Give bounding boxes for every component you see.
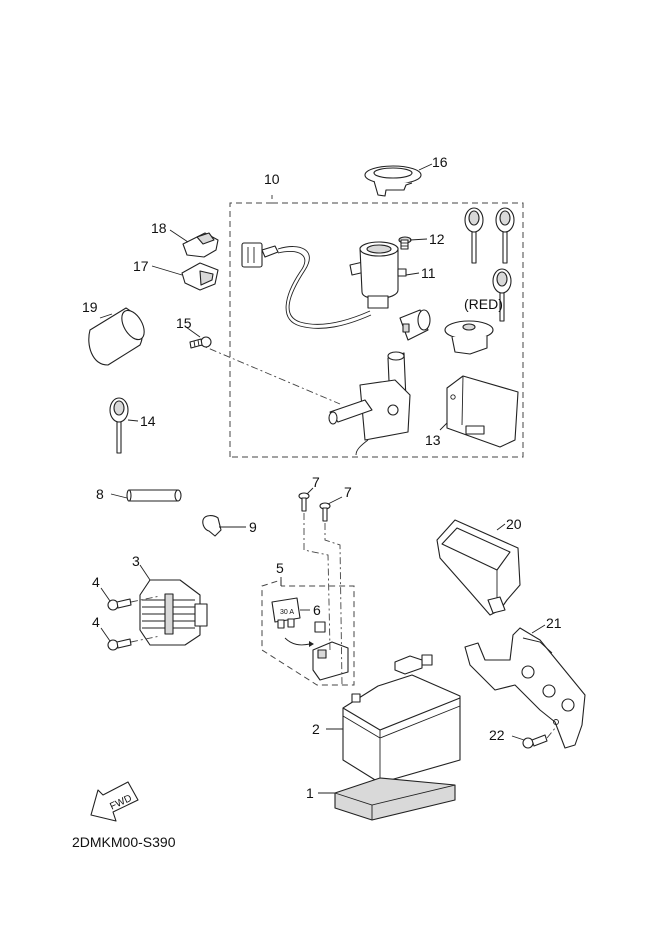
- starter-relay[interactable]: [312, 621, 349, 681]
- part-9-clamp[interactable]: [202, 515, 222, 537]
- leader-12: [409, 238, 428, 241]
- part-12-screw[interactable]: [398, 236, 412, 250]
- part-18-cover[interactable]: [182, 232, 219, 258]
- leader-14: [127, 419, 139, 422]
- callout-7-right[interactable]: 7: [344, 484, 352, 500]
- key-red[interactable]: [492, 268, 512, 322]
- bolt-4-lower-guide: [130, 635, 161, 643]
- part-21-battery-bracket[interactable]: [464, 627, 586, 749]
- lock-cylinder[interactable]: [399, 309, 431, 341]
- callout-3[interactable]: 3: [132, 553, 140, 569]
- callout-13[interactable]: 13: [425, 432, 441, 448]
- callout-12[interactable]: 12: [429, 231, 445, 247]
- callout-4-upper[interactable]: 4: [92, 574, 100, 590]
- leader-22: [511, 735, 525, 741]
- part-4-bolt-upper[interactable]: [107, 598, 132, 611]
- part-2-battery[interactable]: [342, 654, 461, 784]
- part-11-main-switch[interactable]: [241, 241, 407, 329]
- leader-11: [405, 272, 420, 276]
- part-7-bolt-right[interactable]: [319, 502, 331, 522]
- leader-3: [139, 564, 151, 581]
- leader-13: [439, 422, 448, 431]
- callout-18[interactable]: 18: [151, 220, 167, 236]
- fuse-insert-arrow: [284, 637, 311, 646]
- fwd-direction-arrow: FWD: [90, 781, 139, 822]
- callout-8[interactable]: 8: [96, 486, 104, 502]
- leader-15: [185, 326, 201, 338]
- kit-10-boundary: [229, 195, 524, 458]
- leader-21: [531, 624, 546, 634]
- tank-cap-lock[interactable]: [444, 320, 494, 355]
- part-22-bolt[interactable]: [522, 734, 548, 749]
- leader-4-lower: [100, 627, 111, 642]
- part-5-boundary: [261, 579, 355, 686]
- callout-7-left[interactable]: 7: [312, 474, 320, 490]
- leader-7-left: [306, 487, 314, 495]
- part-15-screw[interactable]: [189, 336, 212, 349]
- callout-22[interactable]: 22: [489, 727, 505, 743]
- leader-17: [151, 265, 183, 276]
- part-4-bolt-lower[interactable]: [107, 638, 132, 651]
- keys-set[interactable]: [464, 207, 515, 322]
- callout-6[interactable]: 6: [313, 602, 321, 618]
- part-19-sleeve[interactable]: [88, 307, 149, 366]
- callout-10[interactable]: 10: [264, 171, 280, 187]
- key-1[interactable]: [464, 207, 484, 264]
- leader-4-upper: [100, 587, 111, 602]
- part-16-cap[interactable]: [364, 165, 422, 197]
- fuse-rating: 30 A: [280, 609, 294, 616]
- leader-7-right: [327, 496, 343, 505]
- callout-15[interactable]: 15: [176, 315, 192, 331]
- part-1-battery-pad[interactable]: [334, 777, 456, 821]
- bolt-7-left-guide: [303, 513, 331, 651]
- steering-lock-assembly[interactable]: [328, 351, 411, 456]
- callout-4-lower[interactable]: 4: [92, 614, 100, 630]
- leader-16: [418, 163, 433, 171]
- callout-21[interactable]: 21: [546, 615, 562, 631]
- callout-20[interactable]: 20: [506, 516, 522, 532]
- bolt-22-guide: [546, 726, 557, 739]
- leader-19: [99, 313, 113, 319]
- callout-5[interactable]: 5: [276, 560, 284, 576]
- part-8-tube[interactable]: [126, 489, 182, 502]
- callout-11[interactable]: 11: [421, 265, 436, 281]
- part-14-key[interactable]: [109, 397, 129, 454]
- part-20-battery-cover[interactable]: [436, 519, 521, 616]
- red-key-note: (RED): [464, 296, 503, 312]
- part-6-fuse[interactable]: 30 A: [271, 597, 301, 629]
- callout-14[interactable]: 14: [140, 413, 156, 429]
- part-3-rectifier-regulator[interactable]: [139, 579, 208, 646]
- callout-1[interactable]: 1: [306, 785, 314, 801]
- callout-17[interactable]: 17: [133, 258, 149, 274]
- key-2[interactable]: [495, 207, 515, 264]
- callout-9[interactable]: 9: [249, 519, 257, 535]
- part-13-immobilizer-unit[interactable]: [446, 375, 519, 448]
- leader-18: [169, 229, 189, 243]
- callout-16[interactable]: 16: [432, 154, 448, 170]
- arrow-head: [309, 641, 314, 647]
- leader-8: [110, 493, 128, 499]
- callout-19[interactable]: 19: [82, 299, 98, 315]
- part-17-holder[interactable]: [181, 262, 219, 291]
- part-7-bolt-left[interactable]: [298, 492, 310, 512]
- callout-2[interactable]: 2: [312, 721, 320, 737]
- bolt-4-upper-guide: [130, 595, 161, 603]
- leader-20: [496, 523, 506, 531]
- drawing-code: 2DMKM00-S390: [72, 834, 176, 850]
- screw-15-guide-line: [195, 342, 341, 405]
